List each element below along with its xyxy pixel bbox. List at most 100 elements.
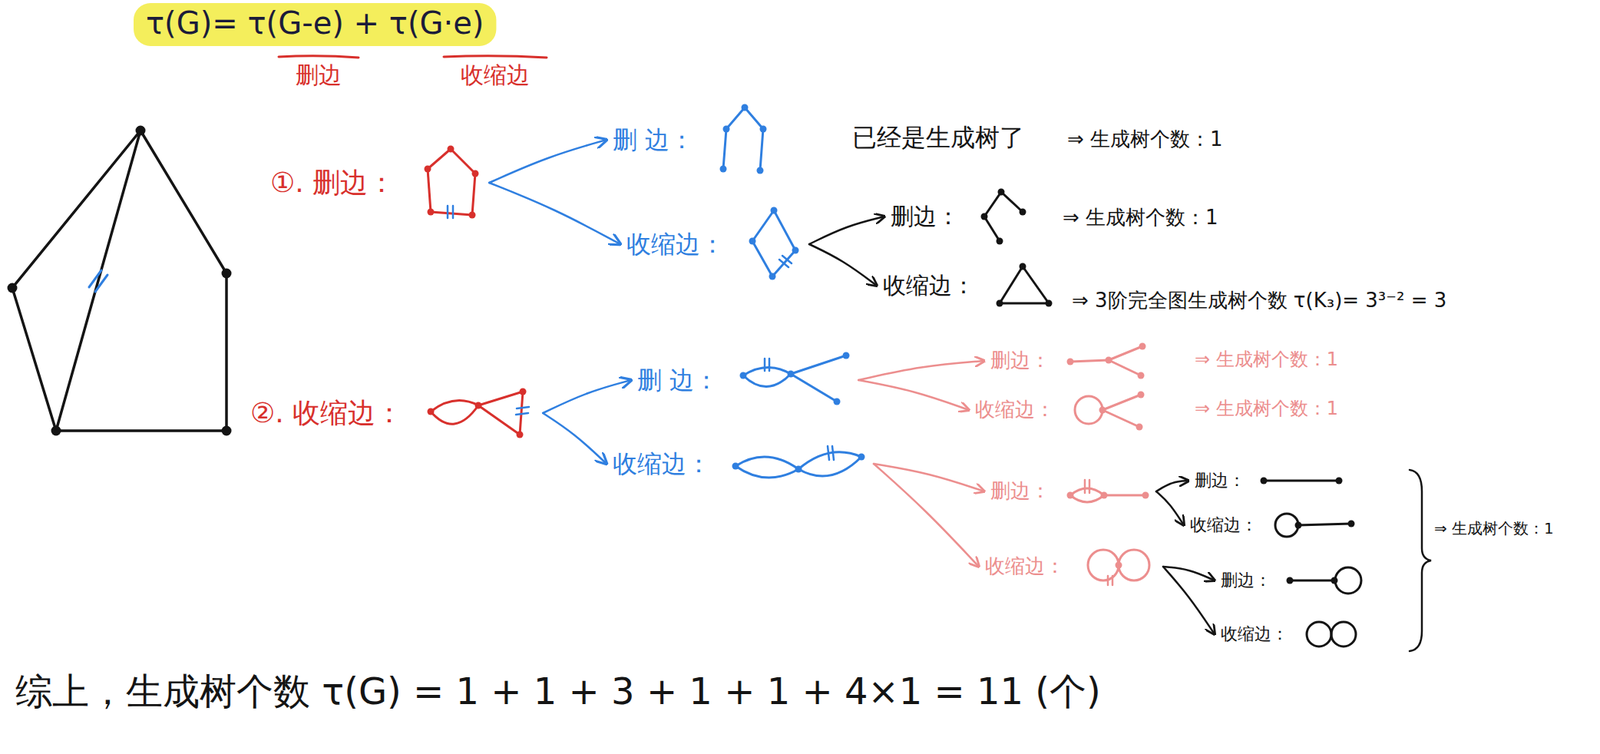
figure-vertex bbox=[723, 125, 731, 133]
result-text: ⇒ 3阶完全图生成树个数 τ(K₃)= 3³⁻² = 3 bbox=[1071, 288, 1447, 313]
figure-vertex bbox=[732, 462, 740, 470]
step-label: 删边： bbox=[890, 202, 960, 231]
note-text: 已经是生成树了 bbox=[852, 122, 1025, 153]
graph-vertex bbox=[221, 426, 232, 437]
figure-edge bbox=[999, 302, 1049, 305]
branch-arrow bbox=[858, 380, 969, 410]
underline bbox=[278, 56, 359, 58]
figure-vertex bbox=[769, 273, 777, 281]
step-label: 收缩边： bbox=[985, 554, 1065, 579]
figure-edge bbox=[1022, 266, 1049, 304]
step-node: 收缩边： bbox=[882, 261, 1055, 310]
edge-mark bbox=[1084, 479, 1087, 493]
graph-figure bbox=[1070, 388, 1148, 432]
graph-figure bbox=[1080, 546, 1158, 587]
figure-vertex bbox=[998, 188, 1005, 196]
branch-arrow bbox=[1156, 480, 1189, 492]
step-node: 删边： bbox=[990, 341, 1148, 381]
figure-vertex bbox=[833, 398, 841, 406]
figure-edge bbox=[760, 128, 764, 171]
graph-figure bbox=[1302, 618, 1364, 650]
step-node: 收缩边： bbox=[1190, 509, 1356, 541]
figure-vertex bbox=[741, 104, 749, 112]
edge-mark bbox=[1111, 575, 1115, 586]
figure-edge bbox=[1104, 494, 1146, 497]
edge-mark bbox=[832, 446, 834, 460]
edge-mark bbox=[515, 413, 529, 415]
figure-edge bbox=[790, 355, 847, 374]
figure-vertex bbox=[757, 167, 764, 175]
graph-figure bbox=[744, 205, 804, 283]
figure-edge bbox=[735, 466, 799, 478]
branch-arrow bbox=[542, 413, 607, 464]
figure-edge bbox=[984, 216, 1000, 242]
graph-figure bbox=[1065, 341, 1148, 381]
branch-arrow bbox=[1163, 566, 1215, 635]
figure-loop bbox=[1074, 396, 1103, 424]
figure-vertex bbox=[760, 125, 767, 133]
result-text: ⇒ 生成树个数：1 bbox=[1062, 205, 1219, 230]
figure-vertex bbox=[1045, 300, 1053, 308]
figure-vertex bbox=[1335, 477, 1343, 485]
step-node: 删 边： bbox=[637, 349, 853, 411]
figure-edge bbox=[430, 400, 479, 412]
edge-mark bbox=[1107, 575, 1110, 586]
figure-edge bbox=[1108, 360, 1141, 376]
step-label: ②. 收缩边： bbox=[250, 396, 404, 430]
branch-arrow bbox=[873, 463, 979, 567]
step-label: 收缩边： bbox=[975, 397, 1055, 422]
figure-vertex bbox=[472, 170, 480, 178]
step-node: 删边： bbox=[1220, 565, 1370, 596]
brace bbox=[1409, 469, 1432, 652]
decor-layer bbox=[133, 3, 547, 58]
step-label: 收缩边： bbox=[882, 271, 976, 300]
branch-arrow bbox=[858, 360, 985, 381]
branch-arrow bbox=[1163, 566, 1215, 581]
figure-edge bbox=[790, 373, 837, 402]
figure-vertex bbox=[996, 300, 1004, 308]
figure-vertex bbox=[1019, 208, 1027, 216]
branch-arrow bbox=[1156, 491, 1184, 526]
edge-mark bbox=[452, 205, 455, 219]
edge-mark bbox=[516, 406, 529, 409]
figure-vertex bbox=[1067, 358, 1075, 366]
figure-vertex bbox=[1260, 477, 1268, 485]
formula-title: τ(G)= τ(G-e) + τ(G·e) bbox=[145, 4, 484, 42]
figure-loop bbox=[1335, 567, 1362, 594]
step-label: 删 边： bbox=[612, 125, 695, 155]
figure-vertex bbox=[858, 453, 866, 461]
graph-figure bbox=[424, 383, 537, 443]
figure-edge bbox=[773, 210, 796, 251]
edge-mark bbox=[768, 358, 771, 371]
graph-figure bbox=[714, 101, 773, 179]
figure-loop bbox=[1306, 621, 1332, 647]
figure-vertex bbox=[981, 213, 989, 221]
step-node: 收缩边： bbox=[1220, 618, 1364, 650]
figure-edge bbox=[472, 173, 476, 215]
underline bbox=[443, 56, 547, 58]
step-label: 删边： bbox=[990, 479, 1051, 503]
edge-mark bbox=[782, 255, 792, 264]
graph-g bbox=[12, 130, 227, 431]
figure-vertex bbox=[1286, 577, 1294, 585]
step-label: 删边： bbox=[1194, 470, 1246, 491]
figure-loop bbox=[1331, 621, 1356, 647]
figure-edge bbox=[1108, 346, 1143, 361]
figure-vertex bbox=[749, 238, 757, 245]
figure-vertex bbox=[427, 208, 435, 216]
graph-figure bbox=[729, 439, 868, 488]
figure-vertex bbox=[720, 165, 728, 173]
figure-edge bbox=[1070, 360, 1109, 362]
figure-vertex bbox=[519, 388, 527, 396]
figure-vertex bbox=[795, 466, 803, 473]
figure-edge bbox=[1102, 394, 1141, 410]
graph-vertex bbox=[221, 268, 232, 279]
step-label: ①. 删边： bbox=[270, 165, 396, 199]
branch-arrow bbox=[489, 139, 607, 183]
figure-edge bbox=[1298, 523, 1352, 526]
figure-edge bbox=[430, 211, 473, 215]
figure-vertex bbox=[1137, 372, 1145, 380]
